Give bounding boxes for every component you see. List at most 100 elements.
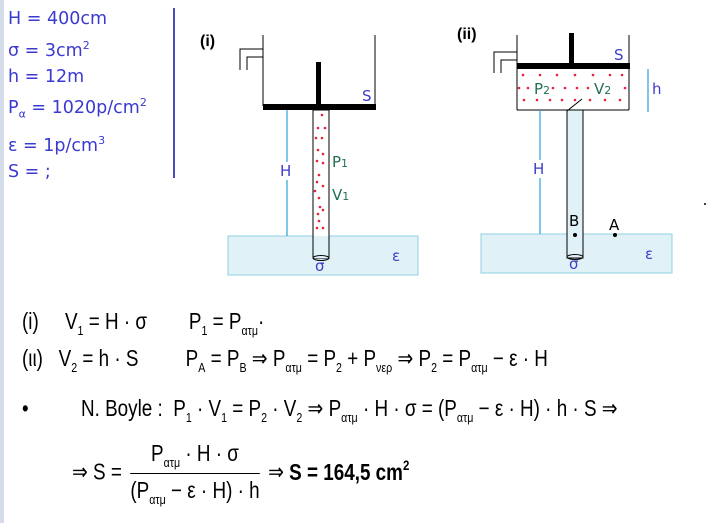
text-segment: ⇒ P (392, 345, 432, 371)
subscript: 1 (221, 410, 228, 425)
text-segment: P (151, 440, 164, 466)
text-segment: ⇒ P (246, 345, 286, 371)
subscript: 1 (185, 410, 192, 425)
text-segment: = P (437, 345, 472, 371)
equation-state-i: (i) V1 = H · σ P1 = Pατμ· (22, 308, 264, 338)
gas-particle (573, 98, 577, 102)
gas-particle (591, 73, 595, 77)
subscript: 2 (71, 360, 78, 375)
gas-particle (575, 86, 579, 90)
gas-particle (535, 98, 539, 102)
p-symbol: P (332, 153, 342, 171)
text-segment: − ε · H) · h (165, 477, 260, 503)
label-sigma: σ (569, 255, 579, 273)
label-P1: P1 (332, 153, 348, 171)
fraction-denominator: (Pατμ − ε · H) · h (130, 474, 259, 507)
final-lead: ⇒ S = (72, 458, 122, 485)
gas-particle (317, 196, 321, 200)
subscript: B (239, 360, 247, 375)
v-subscript: 1 (342, 190, 350, 203)
text-segment: = 1020p/cm (25, 98, 140, 119)
text-segment: ε = 1p/cm (8, 135, 99, 156)
label-V2: V2 (594, 80, 611, 98)
gas-particle (588, 98, 592, 102)
gas-particle (321, 152, 325, 156)
fraction-numerator: Pατμ · H · σ (130, 440, 260, 474)
text-segment: = P (205, 345, 240, 371)
gas-particle (316, 126, 320, 130)
text-segment: σ = 3cm (8, 40, 83, 61)
point-A (613, 233, 617, 237)
point-B (573, 233, 577, 237)
gas-particle (586, 86, 590, 90)
gas-particle (313, 189, 317, 193)
text-segment: · H · σ (180, 440, 239, 466)
v-subscript: 2 (604, 84, 612, 97)
text-segment: = P (227, 395, 262, 421)
text-segment: · H · σ = (P (357, 395, 457, 421)
gas-particle (620, 73, 624, 77)
gas-particle (551, 86, 555, 90)
subscript: ατμ (456, 410, 474, 425)
gas-particle (623, 86, 627, 90)
gas-particle (321, 226, 325, 230)
label-P2: P2 (534, 80, 550, 98)
tube (312, 109, 330, 259)
tube-opening (566, 254, 584, 260)
gas-particle (320, 136, 324, 140)
diagram-i-title: (i) (200, 33, 216, 50)
tube-water (313, 236, 329, 258)
text-segment: H = 400cm (8, 9, 108, 29)
label-S: S (614, 46, 624, 64)
equation-final: ⇒ S = Pατμ · H · σ (Pατμ − ε · H) · h ⇒ … (72, 440, 409, 507)
gas-particles (517, 73, 627, 102)
text-segment: S = ; (8, 162, 51, 183)
text-segment: (P (130, 477, 150, 503)
diagram-ii (480, 33, 706, 274)
subscript: 2 (261, 410, 268, 425)
diagram-ii-title: (ii) (457, 26, 477, 43)
subscript: 1 (77, 323, 84, 338)
subscript: ατμ (163, 455, 181, 470)
subscript: ατμ (471, 360, 488, 375)
left-border (0, 0, 4, 523)
text-segment: · V (267, 395, 297, 421)
result-value: S = 164,5 cm (289, 458, 403, 485)
piston-rod (569, 33, 574, 64)
given-line: S = ; (8, 159, 147, 186)
gas-particle (573, 73, 577, 77)
gas-particle (555, 73, 559, 77)
subscript: 2 (431, 360, 438, 375)
piston (263, 104, 376, 110)
gas-particle (563, 86, 567, 90)
piston-rod (316, 62, 321, 106)
gas-particle (321, 208, 325, 212)
given-line: h = 12m (8, 64, 147, 91)
gas-particle (526, 86, 530, 90)
text-segment: · (258, 308, 265, 334)
label-sigma: σ (315, 257, 325, 275)
gas-particle (548, 98, 552, 102)
text-segment: = h · S P (77, 345, 199, 371)
text-segment: P (8, 98, 19, 119)
gas-particles (313, 113, 327, 230)
final-arrow: ⇒ (268, 458, 284, 485)
label-B: B (569, 212, 580, 230)
result-exponent: 2 (402, 456, 410, 473)
text-segment: ⇒ P (302, 395, 342, 421)
gas-particle (560, 98, 564, 102)
gas-particle (603, 98, 607, 102)
divider-line (173, 8, 175, 178)
given-line: ε = 1p/cm3 (8, 128, 147, 159)
label-H: H (280, 162, 292, 180)
v-symbol: V (332, 186, 343, 204)
gas-particle (315, 226, 319, 230)
tube-opening (312, 255, 330, 261)
text-segment: = H · σ P (83, 308, 202, 334)
valve (239, 48, 263, 70)
equation-boyle: • N. Boyle : P1 · V1 = P2 · V2 ⇒ Pατμ · … (22, 395, 618, 425)
given-line: σ = 3cm2 (8, 33, 147, 64)
subscript: 2 (296, 410, 303, 425)
gas-particle (317, 173, 321, 177)
